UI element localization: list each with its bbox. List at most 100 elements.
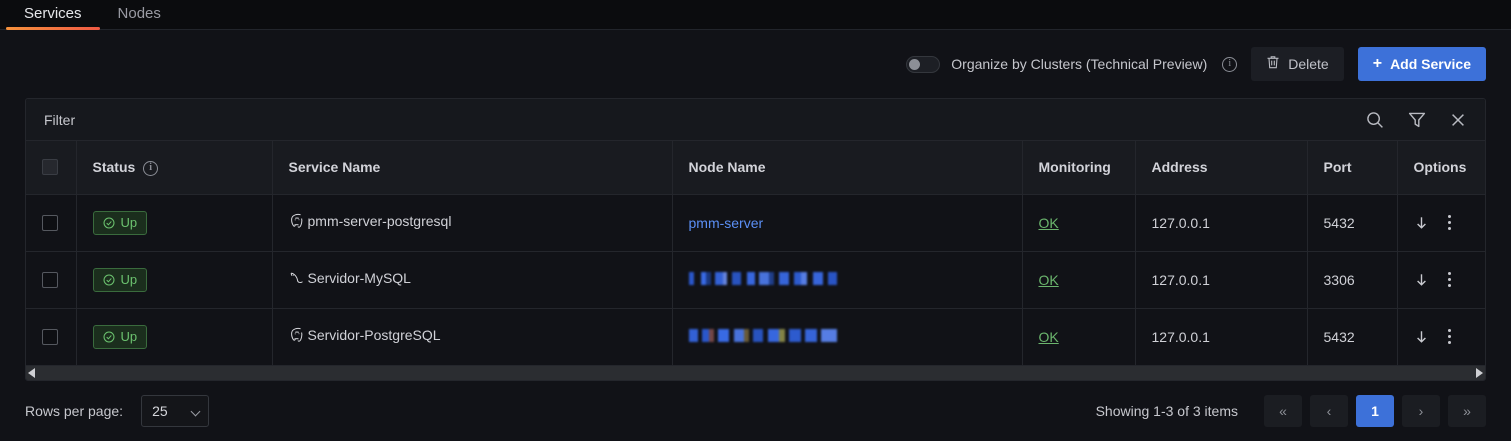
delete-button[interactable]: Delete (1251, 47, 1344, 81)
page-last-button[interactable]: » (1448, 395, 1486, 427)
check-circle-icon (103, 331, 114, 343)
row-checkbox[interactable] (42, 214, 58, 231)
node-name-redacted[interactable] (688, 328, 837, 342)
row-options-cell (1397, 194, 1485, 252)
filter-icon-group (1365, 110, 1467, 130)
services-table-panel: Filter (25, 98, 1486, 381)
postgresql-icon (289, 327, 305, 343)
row-menu-icon[interactable] (1443, 213, 1456, 232)
header-status[interactable]: Status i (76, 141, 273, 195)
row-checkbox[interactable] (42, 271, 58, 288)
table-row[interactable]: Up (26, 308, 1485, 365)
status-badge: Up (92, 267, 148, 292)
header-status-label: Status (92, 158, 136, 175)
check-circle-icon (103, 217, 114, 228)
scroll-right-icon[interactable] (1476, 368, 1483, 378)
tab-nodes[interactable]: Nodes (100, 6, 179, 29)
row-monitoring-cell: OK (1022, 308, 1136, 365)
row-port-cell: 5432 (1307, 194, 1398, 252)
status-badge: Up (92, 210, 148, 235)
row-service-cell: pmm-server-postgresql (272, 194, 673, 252)
organize-by-clusters-toggle[interactable] (906, 55, 941, 73)
row-node-cell (672, 308, 1023, 365)
tab-services-label: Services (24, 5, 82, 22)
service-name: pmm-server-postgresql (307, 213, 452, 229)
search-icon[interactable] (1365, 110, 1385, 130)
row-options-cell (1397, 251, 1485, 309)
chevron-down-icon (190, 406, 201, 417)
monitoring-link[interactable]: OK (1038, 214, 1059, 231)
rows-per-page-group: Rows per page: 25 (25, 395, 210, 427)
service-name: Servidor-PostgreSQL (307, 327, 441, 344)
status-info-icon[interactable]: i (143, 160, 159, 176)
row-status-cell: Up (76, 251, 273, 309)
filter-bar: Filter (26, 99, 1485, 141)
page-first-button[interactable]: « (1264, 395, 1302, 427)
row-monitoring-cell: OK (1022, 194, 1136, 252)
header-node-name[interactable]: Node Name (672, 141, 1023, 195)
service-name: Servidor-MySQL (307, 270, 411, 286)
tab-nodes-label: Nodes (117, 5, 161, 22)
node-name-link[interactable]: pmm-server (688, 214, 764, 231)
status-badge: Up (92, 324, 148, 349)
row-checkbox[interactable] (42, 328, 58, 345)
info-icon[interactable]: i (1222, 56, 1238, 72)
tab-bar: Services Nodes (0, 0, 1511, 30)
row-status-cell: Up (76, 194, 273, 252)
table-header-row: Status i Service Name Node Name Monitori… (26, 141, 1485, 195)
table-row[interactable]: Up (26, 251, 1485, 309)
rows-per-page-select[interactable]: 25 (141, 395, 210, 427)
row-options-cell (1397, 308, 1485, 365)
toggle-knob (909, 58, 921, 70)
filter-label: Filter (44, 111, 76, 128)
row-status-cell: Up (76, 308, 273, 365)
header-port[interactable]: Port (1307, 141, 1398, 195)
row-node-cell (672, 251, 1023, 309)
status-label: Up (120, 215, 138, 230)
header-service-name[interactable]: Service Name (272, 141, 673, 195)
status-label: Up (120, 329, 138, 345)
page-next-button[interactable]: › (1402, 395, 1440, 427)
page-1-button[interactable]: 1 (1356, 395, 1394, 427)
close-icon[interactable] (1449, 111, 1467, 129)
check-circle-icon (103, 274, 114, 285)
showing-count: Showing 1-3 of 3 items (1095, 403, 1238, 419)
header-address[interactable]: Address (1135, 141, 1308, 195)
row-address-cell: 127.0.0.1 (1135, 194, 1308, 252)
header-select-all (26, 141, 77, 195)
row-menu-icon[interactable] (1443, 327, 1456, 346)
tab-services[interactable]: Services (6, 5, 100, 30)
row-node-cell: pmm-server (672, 194, 1023, 252)
expand-row-icon[interactable] (1414, 272, 1429, 288)
rows-per-page-label: Rows per page: (25, 403, 124, 419)
row-address-cell: 127.0.0.1 (1135, 251, 1308, 309)
scroll-left-icon[interactable] (28, 368, 35, 378)
row-select-cell (26, 308, 77, 365)
horizontal-scrollbar[interactable] (26, 365, 1485, 380)
monitoring-link[interactable]: OK (1038, 271, 1059, 288)
header-monitoring[interactable]: Monitoring (1022, 141, 1136, 195)
header-options: Options (1397, 141, 1485, 195)
expand-row-icon[interactable] (1414, 329, 1429, 345)
table-row[interactable]: Up (26, 194, 1485, 252)
postgresql-icon (289, 213, 305, 229)
row-monitoring-cell: OK (1022, 251, 1136, 309)
row-menu-icon[interactable] (1443, 270, 1456, 289)
funnel-icon[interactable] (1407, 110, 1427, 130)
plus-icon: + (1372, 55, 1383, 72)
organize-by-clusters-group: Organize by Clusters (Technical Preview)… (906, 55, 1238, 73)
expand-row-icon[interactable] (1414, 215, 1429, 231)
delete-label: Delete (1288, 56, 1329, 72)
rows-per-page-value: 25 (152, 403, 168, 419)
row-port-cell: 5432 (1307, 308, 1398, 365)
node-name-redacted[interactable] (688, 271, 837, 285)
organize-by-clusters-label: Organize by Clusters (Technical Preview) (951, 56, 1208, 72)
select-all-checkbox[interactable] (42, 159, 58, 176)
table-footer: Rows per page: 25 Showing 1-3 of 3 items… (25, 381, 1486, 441)
row-service-cell: Servidor-MySQL (272, 251, 673, 309)
monitoring-link[interactable]: OK (1038, 328, 1059, 345)
trash-icon (1266, 55, 1280, 73)
services-page: Organize by Clusters (Technical Preview)… (0, 30, 1511, 441)
add-service-button[interactable]: + Add Service (1357, 47, 1486, 81)
page-prev-button[interactable]: ‹ (1310, 395, 1348, 427)
